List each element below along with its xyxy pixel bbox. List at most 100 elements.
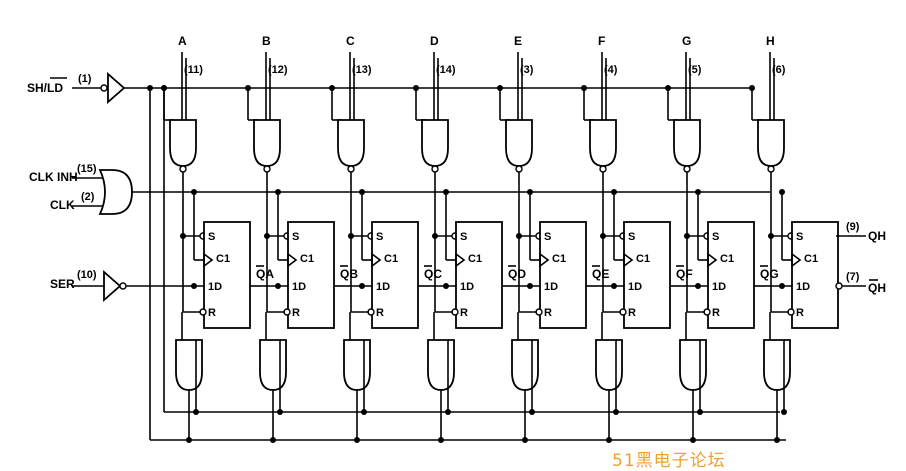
q-bar-label-d: QD bbox=[508, 267, 526, 281]
ff-set-label: S bbox=[712, 231, 719, 243]
qh-label: QH bbox=[868, 229, 886, 243]
q-bar-label-a: QA bbox=[256, 267, 274, 281]
input-pin-a: (11) bbox=[184, 64, 203, 76]
ff-clock-label: C1 bbox=[636, 253, 650, 265]
qh-pin: (9) bbox=[846, 221, 860, 233]
q-bar-label-g: QG bbox=[760, 267, 779, 281]
sh-ld-inverter-bubble bbox=[100, 84, 108, 92]
ff-set-label: S bbox=[628, 231, 635, 243]
ff-set-label: S bbox=[376, 231, 383, 243]
input-pin-d: (14) bbox=[436, 64, 456, 76]
clear-nand-gate bbox=[511, 339, 539, 391]
flip-flop bbox=[539, 221, 587, 329]
input-pin-h: (6) bbox=[772, 64, 786, 76]
ff-reset-label: R bbox=[376, 307, 384, 319]
clear-nand-gate bbox=[427, 339, 455, 391]
input-pin-g: (5) bbox=[688, 64, 702, 76]
ser-pin: (10) bbox=[77, 269, 97, 281]
stage-e: E (3) SC1 1D R QE bbox=[497, 34, 609, 443]
stage-b: B (12) SC1 1D R QB bbox=[245, 34, 358, 443]
ff-reset-label: R bbox=[712, 307, 720, 319]
register-stages: A(11)SC11DRQAB(12)SC11DRQBC(13)SC11DRQCD… bbox=[126, 34, 839, 443]
load-nand-gate bbox=[253, 119, 281, 167]
flip-flop bbox=[707, 221, 755, 329]
clear-nand-gate bbox=[763, 339, 791, 391]
clk-label: CLK bbox=[50, 198, 75, 212]
clear-nand-gate bbox=[595, 339, 623, 391]
ff-set-label: S bbox=[796, 231, 803, 243]
clear-nand-gate bbox=[175, 339, 203, 391]
clk-inh-pin: (15) bbox=[77, 163, 97, 175]
ff-clock-label: C1 bbox=[300, 253, 314, 265]
flip-flop bbox=[203, 221, 251, 329]
ff-reset-label: R bbox=[292, 307, 300, 319]
ff-clock-label: C1 bbox=[384, 253, 398, 265]
ser-inverter-bubble bbox=[119, 282, 127, 290]
q-bar-label-c: QC bbox=[424, 267, 442, 281]
clear-nand-gate bbox=[343, 339, 371, 391]
qh-bar-pin: (7) bbox=[846, 271, 860, 283]
load-nand-gate bbox=[673, 119, 701, 167]
ff-set-label: S bbox=[544, 231, 551, 243]
ff-clock-label: C1 bbox=[552, 253, 566, 265]
ff-data-label: 1D bbox=[292, 281, 306, 293]
input-label-c: C bbox=[346, 34, 355, 48]
stage-c: C (13) SC1 1D R QC bbox=[329, 34, 442, 443]
ff-data-label: 1D bbox=[544, 281, 558, 293]
ff-data-label: 1D bbox=[628, 281, 642, 293]
ff-clock-label: C1 bbox=[804, 253, 818, 265]
input-label-h: H bbox=[766, 34, 775, 48]
qh-bar-label: QH bbox=[868, 281, 886, 295]
output-section: (9) QH (7) QH bbox=[835, 221, 886, 295]
ff-data-label: 1D bbox=[460, 281, 474, 293]
load-nand-gate bbox=[757, 119, 785, 167]
ff-clock-label: C1 bbox=[720, 253, 734, 265]
input-pin-f: (4) bbox=[604, 64, 618, 76]
ser-label: SER bbox=[50, 277, 75, 291]
input-label-a: A bbox=[178, 34, 187, 48]
load-nand-gate bbox=[169, 119, 197, 167]
ff-data-label: 1D bbox=[208, 281, 222, 293]
q-bar-label-e: QE bbox=[592, 267, 609, 281]
flip-flop bbox=[791, 221, 839, 329]
q-bar-label-f: QF bbox=[676, 267, 693, 281]
sh-ld-buffer bbox=[107, 72, 126, 104]
sh-ld-pin: (1) bbox=[78, 73, 92, 85]
q-bar-label-b: QB bbox=[340, 267, 358, 281]
input-label-d: D bbox=[430, 34, 439, 48]
load-nand-gate bbox=[337, 119, 365, 167]
ff-reset-label: R bbox=[544, 307, 552, 319]
flip-flop bbox=[623, 221, 671, 329]
ff-data-label: 1D bbox=[796, 281, 810, 293]
clk-or-gate bbox=[98, 169, 133, 215]
input-label-e: E bbox=[514, 34, 522, 48]
load-nand-gate bbox=[589, 119, 617, 167]
flip-flop bbox=[455, 221, 503, 329]
input-pin-c: (13) bbox=[352, 64, 372, 76]
clear-nand-gate bbox=[679, 339, 707, 391]
ser-buffer bbox=[103, 270, 122, 302]
clk-pin: (2) bbox=[81, 191, 95, 203]
sh-ld-label: SH/LD bbox=[27, 81, 63, 95]
load-nand-gate bbox=[421, 119, 449, 167]
ff-set-label: S bbox=[292, 231, 299, 243]
input-pin-e: (3) bbox=[520, 64, 534, 76]
clear-nand-gate bbox=[259, 339, 287, 391]
watermark-text: 51黑电子论坛 bbox=[612, 451, 726, 471]
input-pin-b: (12) bbox=[268, 64, 288, 76]
input-label-b: B bbox=[262, 34, 271, 48]
ff-reset-label: R bbox=[628, 307, 636, 319]
ff-data-label: 1D bbox=[376, 281, 390, 293]
flip-flop bbox=[287, 221, 335, 329]
ff-set-label: S bbox=[208, 231, 215, 243]
input-label-f: F bbox=[598, 34, 605, 48]
flip-flop bbox=[371, 221, 419, 329]
clk-inh-label: CLK INH bbox=[29, 170, 78, 184]
input-label-g: G bbox=[682, 34, 691, 48]
stage-f: F (4) SC1 1D R QF bbox=[581, 34, 693, 443]
